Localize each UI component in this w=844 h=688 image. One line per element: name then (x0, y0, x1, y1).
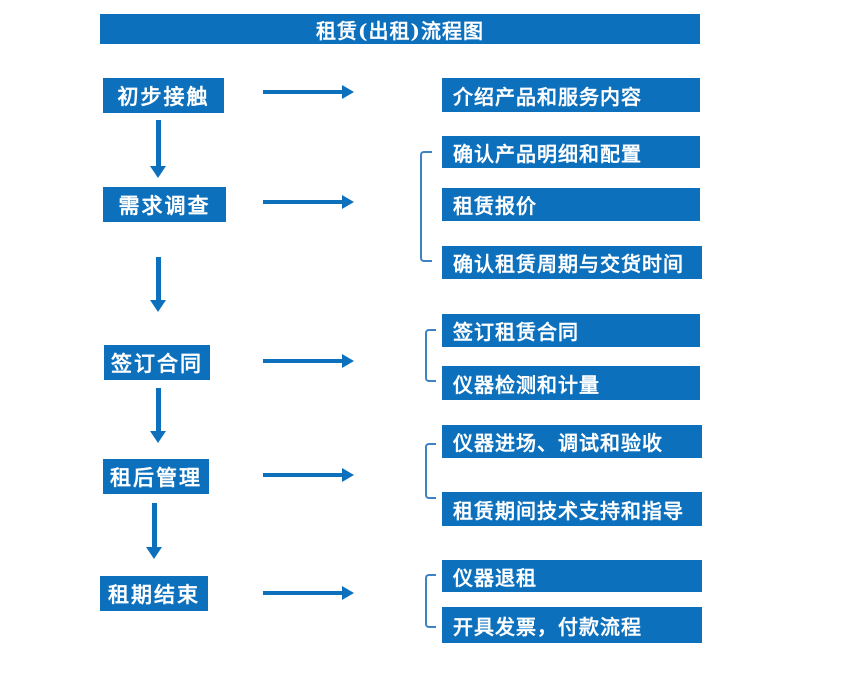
right-arrow-5 (263, 586, 354, 600)
right-arrow-1 (263, 85, 354, 99)
output-box-instrument-return: 仪器退租 (442, 560, 702, 592)
output-box-rental-quotation: 租赁报价 (442, 188, 700, 221)
step-box-sign-contract: 签订合同 (104, 345, 210, 380)
output-box-instrument-inspection: 仪器检测和计量 (442, 366, 700, 400)
output-box-instrument-setup-acceptance: 仪器进场、调试和验收 (442, 425, 702, 458)
down-arrow-2 (150, 257, 166, 312)
title-bar: 租赁(出租)流程图 (100, 14, 700, 44)
bracket-group-rental-end (425, 574, 436, 628)
output-box-technical-support: 租赁期间技术支持和指导 (442, 492, 702, 526)
down-arrow-3 (150, 388, 166, 443)
output-box-confirm-product-details: 确认产品明细和配置 (442, 136, 700, 168)
output-box-confirm-rental-period: 确认租赁周期与交货时间 (442, 246, 702, 279)
page-title: 租赁(出租)流程图 (316, 18, 484, 43)
bracket-group-needs-survey (420, 151, 432, 262)
step-box-initial-contact: 初步接触 (103, 78, 224, 113)
right-arrow-4 (263, 468, 354, 482)
step-box-post-rental-management: 租后管理 (103, 459, 209, 494)
bracket-group-sign-contract (425, 329, 436, 382)
right-arrow-3 (263, 354, 354, 368)
down-arrow-4 (146, 503, 162, 559)
step-box-rental-end: 租期结束 (100, 576, 208, 611)
bracket-group-post-rental (425, 443, 436, 499)
down-arrow-1 (150, 120, 166, 178)
step-box-needs-survey: 需求调查 (103, 187, 226, 222)
output-box-sign-rental-contract: 签订租赁合同 (442, 314, 700, 347)
output-box-introduce-products: 介绍产品和服务内容 (442, 78, 700, 112)
right-arrow-2 (263, 195, 354, 209)
output-box-invoice-payment: 开具发票，付款流程 (442, 607, 702, 643)
